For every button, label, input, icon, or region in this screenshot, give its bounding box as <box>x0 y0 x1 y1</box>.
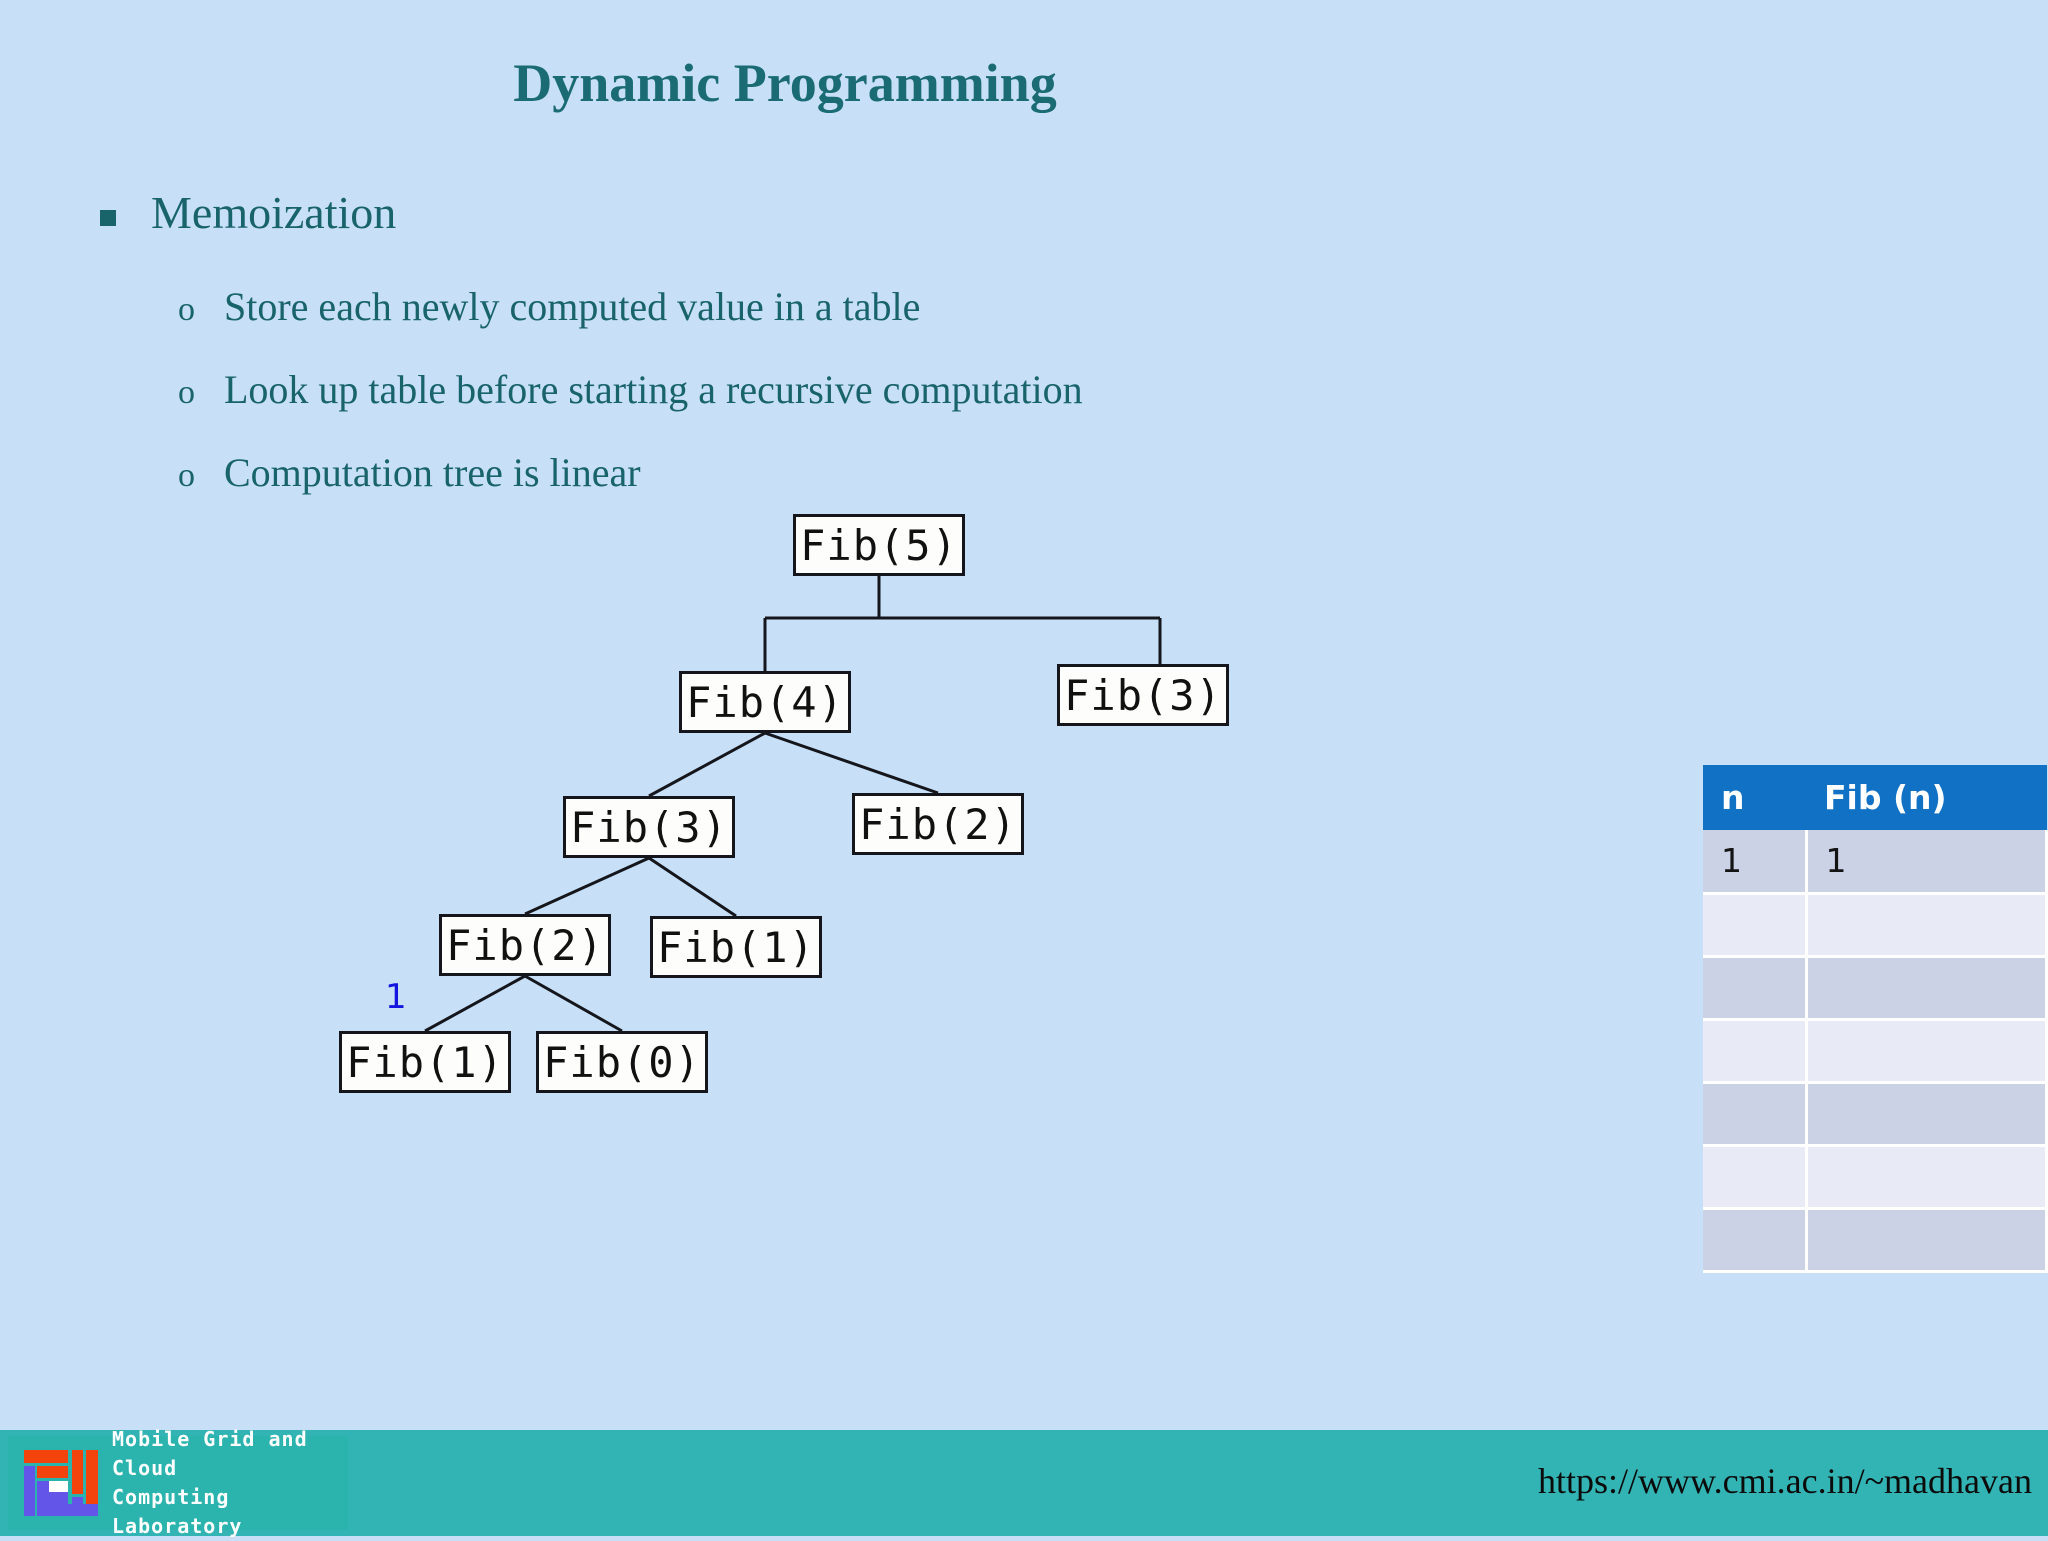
cell-n <box>1703 893 1808 958</box>
circle-bullet-icon: o <box>178 374 195 411</box>
tree-node: Fib(3) <box>1057 664 1229 726</box>
cell-fib <box>1806 1019 2048 1084</box>
lab-logo-text: Mobile Grid and Cloud Computing Laborato… <box>112 1425 348 1541</box>
tree-node: Fib(2) <box>439 914 611 976</box>
table-header-row: n Fib (n) <box>1703 765 2047 830</box>
cell-n <box>1703 1145 1808 1210</box>
lab-logo-line1: Mobile Grid and Cloud <box>112 1427 308 1480</box>
tree-node: Fib(0) <box>536 1031 708 1093</box>
cell-fib <box>1806 893 2048 958</box>
sub-bullet-label: Look up table before starting a recursiv… <box>224 367 1083 412</box>
circle-bullet-icon: o <box>178 291 195 328</box>
cell-fib: 1 <box>1806 830 2048 895</box>
cell-n <box>1703 1082 1808 1147</box>
lab-logo-line2: Computing Laboratory <box>112 1485 243 1538</box>
column-header-n: n <box>1703 765 1806 830</box>
cell-fib <box>1806 1145 2048 1210</box>
cell-fib <box>1806 1082 2048 1147</box>
footer-url[interactable]: https://www.cmi.ac.in/~madhavan <box>1537 1461 2032 1501</box>
tree-node: Fib(1) <box>650 916 822 978</box>
cell-fib <box>1806 1208 2048 1273</box>
square-bullet-icon <box>100 210 116 226</box>
tree-node: Fib(2) <box>852 793 1024 855</box>
tree-node: Fib(5) <box>793 514 965 576</box>
sub-bullet-label: Store each newly computed value in a tab… <box>224 284 921 329</box>
footer-bar: Mobile Grid and Cloud Computing Laborato… <box>0 1427 2048 1538</box>
grid-blocks-icon <box>22 1448 100 1518</box>
cell-n <box>1703 956 1808 1021</box>
sub-bullet-linear-tree: o Computation tree is linear <box>178 451 641 495</box>
bullet-memoization: Memoization <box>100 187 397 239</box>
table-row <box>1703 1082 2048 1147</box>
cell-n <box>1703 1208 1808 1273</box>
table-row <box>1703 1145 2048 1210</box>
table-row <box>1703 956 2048 1021</box>
column-header-fib: Fib (n) <box>1806 765 2047 830</box>
tree-node: Fib(4) <box>679 671 851 733</box>
cell-n: 1 <box>1703 830 1808 895</box>
sub-bullet-label: Computation tree is linear <box>224 450 641 495</box>
edge-value-label: 1 <box>385 977 407 1017</box>
cell-fib <box>1806 956 2048 1021</box>
bullet-level1-label: Memoization <box>151 187 397 238</box>
page-title: Dynamic Programming <box>513 53 1057 113</box>
tree-node: Fib(1) <box>339 1031 511 1093</box>
tree-node: Fib(3) <box>563 796 735 858</box>
circle-bullet-icon: o <box>178 457 195 494</box>
table-row <box>1703 1208 2048 1273</box>
cell-n <box>1703 1019 1808 1084</box>
table-row <box>1703 893 2048 958</box>
sub-bullet-lookup-table: o Look up table before starting a recurs… <box>178 368 1083 412</box>
sub-bullet-store-value: o Store each newly computed value in a t… <box>178 285 920 329</box>
lab-logo: Mobile Grid and Cloud Computing Laborato… <box>8 1427 348 1538</box>
table-row <box>1703 1019 2048 1084</box>
